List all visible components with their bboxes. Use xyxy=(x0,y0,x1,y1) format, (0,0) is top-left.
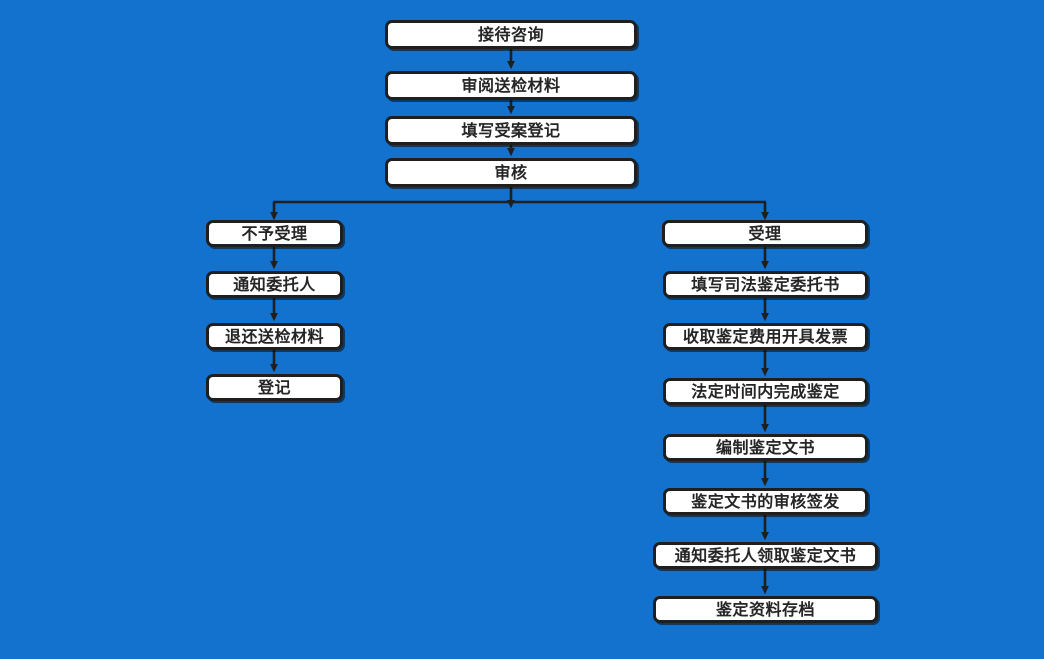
flow-node-label: 鉴定文书的审核签发 xyxy=(691,491,840,511)
flow-node-jiandingwenshudeshenhaqianfa[interactable]: 鉴定文书的审核签发 xyxy=(663,488,868,515)
flow-node-label: 鉴定资料存档 xyxy=(715,599,815,619)
flow-node-label: 法定时间内完成鉴定 xyxy=(691,381,840,401)
flow-node-label: 通知委托人领取鉴定文书 xyxy=(674,545,857,565)
flow-node-label: 接待咨询 xyxy=(477,24,544,44)
flow-node-label: 填写受案登记 xyxy=(461,120,561,140)
flow-node-tianxiesifajiandingweituoshu[interactable]: 填写司法鉴定委托书 xyxy=(663,271,868,298)
flow-node-tongzhiweituorenlingqujiandingwenshu[interactable]: 通知委托人领取鉴定文书 xyxy=(653,542,878,569)
flow-node-tianxieshoandengji[interactable]: 填写受案登记 xyxy=(385,116,637,145)
flow-node-shenhe[interactable]: 审核 xyxy=(385,158,637,187)
flow-node-label: 退还送检材料 xyxy=(224,326,324,346)
flow-node-tuihuansongjiancailiao[interactable]: 退还送检材料 xyxy=(206,323,343,350)
flow-node-buyushouli[interactable]: 不予受理 xyxy=(206,220,343,247)
flow-node-label: 编制鉴定文书 xyxy=(715,437,815,457)
flow-node-tongzhiweituoren[interactable]: 通知委托人 xyxy=(206,271,343,298)
flow-node-shenyuesongjiancailiao[interactable]: 审阅送检材料 xyxy=(385,71,637,100)
flow-node-label: 登记 xyxy=(257,377,291,397)
flow-node-shouli[interactable]: 受理 xyxy=(662,220,868,247)
flow-node-shouqujiandingfeiyongkaijufapiao[interactable]: 收取鉴定费用开具发票 xyxy=(663,323,868,350)
flow-node-label: 审阅送检材料 xyxy=(461,75,561,95)
flow-node-fadingshijianneiwanchengjianding[interactable]: 法定时间内完成鉴定 xyxy=(663,378,868,405)
flow-node-label: 受理 xyxy=(748,223,782,243)
flow-node-bianzhijiandingwenshu[interactable]: 编制鉴定文书 xyxy=(663,434,868,461)
flow-node-label: 收取鉴定费用开具发票 xyxy=(682,326,848,346)
flow-node-dengji[interactable]: 登记 xyxy=(206,374,343,401)
flow-node-label: 填写司法鉴定委托书 xyxy=(691,274,840,294)
flow-node-jiedaizixun[interactable]: 接待咨询 xyxy=(385,20,637,49)
flow-node-label: 通知委托人 xyxy=(233,274,316,294)
flow-node-jiandingziliaocundang[interactable]: 鉴定资料存档 xyxy=(653,596,878,623)
flow-node-label: 不予受理 xyxy=(241,223,308,243)
flow-node-label: 审核 xyxy=(494,162,528,182)
